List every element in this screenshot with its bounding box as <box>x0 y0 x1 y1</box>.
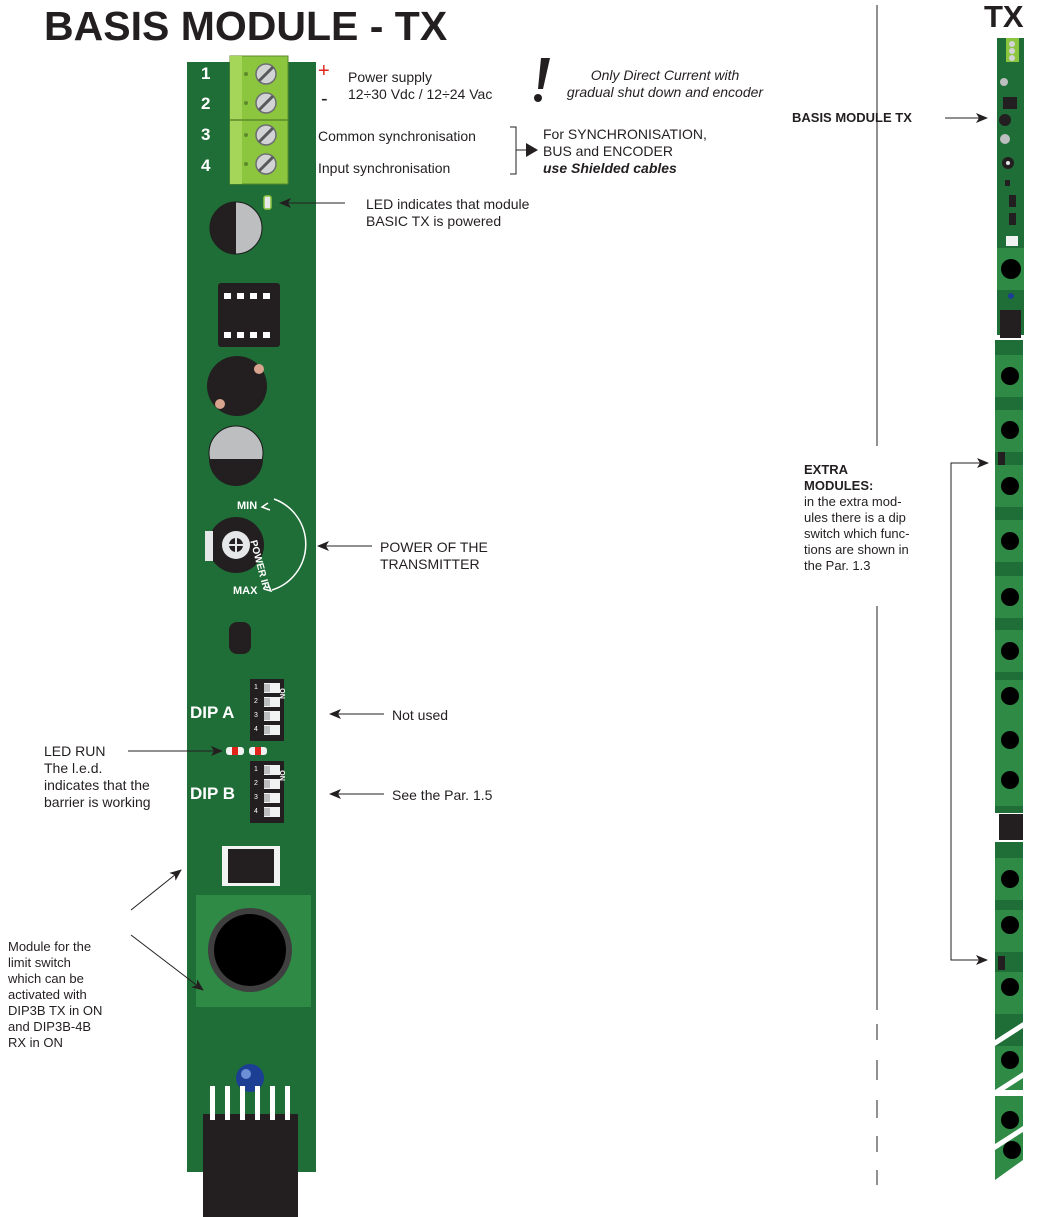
extra-modules-bracket <box>950 462 988 965</box>
tx-bar <box>995 38 1024 1180</box>
polarity-minus: - <box>321 88 328 110</box>
extra-modules-heading2: MODULES: <box>804 478 874 493</box>
dip-b-note: See the Par. 1.5 <box>392 787 493 803</box>
sync-note: For SYNCHRONISATION, BUS and ENCODER use… <box>543 126 707 177</box>
dip-b-num-2: 2 <box>254 780 258 787</box>
dip-b-num-4: 4 <box>254 808 258 815</box>
common-sync-label: Common synchronisation <box>318 128 476 144</box>
led-run-line2: The l.e.d. <box>44 760 103 776</box>
power-supply-line2: 12÷30 Vdc / 12÷24 Vac <box>348 86 493 102</box>
arrow-limit-module <box>130 869 182 911</box>
led-run-label: LED RUN The l.e.d. indicates that the ba… <box>44 743 151 811</box>
dip-a-num-1: 1 <box>254 684 258 691</box>
sync-bracket <box>510 126 517 175</box>
led-run <box>226 747 267 755</box>
dip-a-label: DIP A <box>190 703 235 722</box>
limit-switch-line2: limit switch <box>8 955 71 970</box>
ic-chip <box>218 283 280 347</box>
power-supply-label: Power supply 12÷30 Vdc / 12÷24 Vac <box>348 69 492 103</box>
dip-a-on: ON <box>277 688 285 699</box>
limit-switch-line6: and DIP3B-4B <box>8 1019 92 1034</box>
dip-a-num-3: 3 <box>254 712 258 719</box>
led-run-line1: LED RUN <box>44 743 106 759</box>
pin-connector <box>203 1086 298 1217</box>
page-title: BASIS MODULE - TX <box>44 3 448 49</box>
dip-switch-a <box>250 679 284 741</box>
limit-switch-line1: Module for the <box>8 939 92 954</box>
terminal-block <box>229 55 289 185</box>
pot-label-line2: TRANSMITTER <box>380 556 480 572</box>
extra-modules-body3: switch which func- <box>804 526 910 541</box>
warning-note: Only Direct Current with gradual shut do… <box>553 67 777 101</box>
potentiometer-label: POWER OF THE TRANSMITTER <box>380 539 488 573</box>
capacitor-top <box>209 201 263 255</box>
power-supply-line1: Power supply <box>348 69 433 85</box>
pot-label-line1: POWER OF THE <box>380 539 488 555</box>
input-sync-label: Input synchronisation <box>318 160 451 176</box>
dip-b-label: DIP B <box>190 784 236 803</box>
limit-switch-line3: which can be <box>8 971 84 986</box>
limit-switch-label: Module for the limit switch which can be… <box>8 939 102 1051</box>
terminal-number-1: 1 <box>201 64 211 83</box>
sync-note-line1: For SYNCHRONISATION, <box>543 126 707 142</box>
dip-a-num-2: 2 <box>254 698 258 705</box>
terminal-number-2: 2 <box>201 94 211 113</box>
pot-min-label: MIN <box>237 500 258 512</box>
dip-a-num-4: 4 <box>254 726 258 733</box>
extra-modules-body1: in the extra mod- <box>804 494 902 509</box>
page-title-right: TX <box>984 0 1024 34</box>
terminal-number-4: 4 <box>201 156 211 175</box>
led-run-line3: indicates that the <box>44 777 150 793</box>
pot-max-label: MAX <box>233 585 258 597</box>
limit-switch-line5: DIP3B TX in ON <box>8 1003 103 1018</box>
sync-note-line3: use Shielded cables <box>543 160 677 176</box>
led-run-line4: barrier is working <box>44 794 151 810</box>
terminal-number-3: 3 <box>201 125 211 144</box>
basis-module-tx-label: BASIS MODULE TX <box>792 110 912 125</box>
potentiometer <box>205 498 307 593</box>
warning-line2: gradual shut down and encoder <box>566 84 764 100</box>
extra-modules-body5: the Par. 1.3 <box>804 558 871 573</box>
led-power-line1: LED indicates that module <box>366 196 530 212</box>
dip-b-num-3: 3 <box>254 794 258 801</box>
extra-modules-heading1: EXTRA <box>804 462 849 477</box>
warning-line1: Only Direct Current with <box>590 67 740 83</box>
extra-modules-body2: ules there is a dip <box>804 510 906 525</box>
sync-note-line2: BUS and ENCODER <box>543 143 673 159</box>
ir-transmitter <box>207 356 267 416</box>
limit-switch-line7: RX in ON <box>8 1035 63 1050</box>
arrow-blue-led <box>130 934 204 991</box>
dip-b-on: ON <box>277 770 285 781</box>
extra-modules-body4: tions are shown in <box>804 542 909 557</box>
dip-a-note: Not used <box>392 707 449 723</box>
polarity-plus: + <box>318 60 330 82</box>
small-component <box>229 622 251 654</box>
capacitor-bottom <box>208 425 264 486</box>
limit-switch-line4: activated with <box>8 987 87 1002</box>
soic-chip <box>222 846 280 886</box>
extra-modules-label: EXTRA MODULES: in the extra mod- ules th… <box>804 462 944 574</box>
dip-b-num-1: 1 <box>254 766 258 773</box>
warning-mark <box>534 58 550 102</box>
dip-switch-b <box>250 761 284 823</box>
limit-switch-module <box>196 895 311 1007</box>
blue-led <box>236 1064 264 1092</box>
power-led <box>263 195 272 210</box>
led-power-line2: BASIC TX is powered <box>366 213 502 229</box>
led-power-label: LED indicates that module BASIC TX is po… <box>366 196 529 230</box>
